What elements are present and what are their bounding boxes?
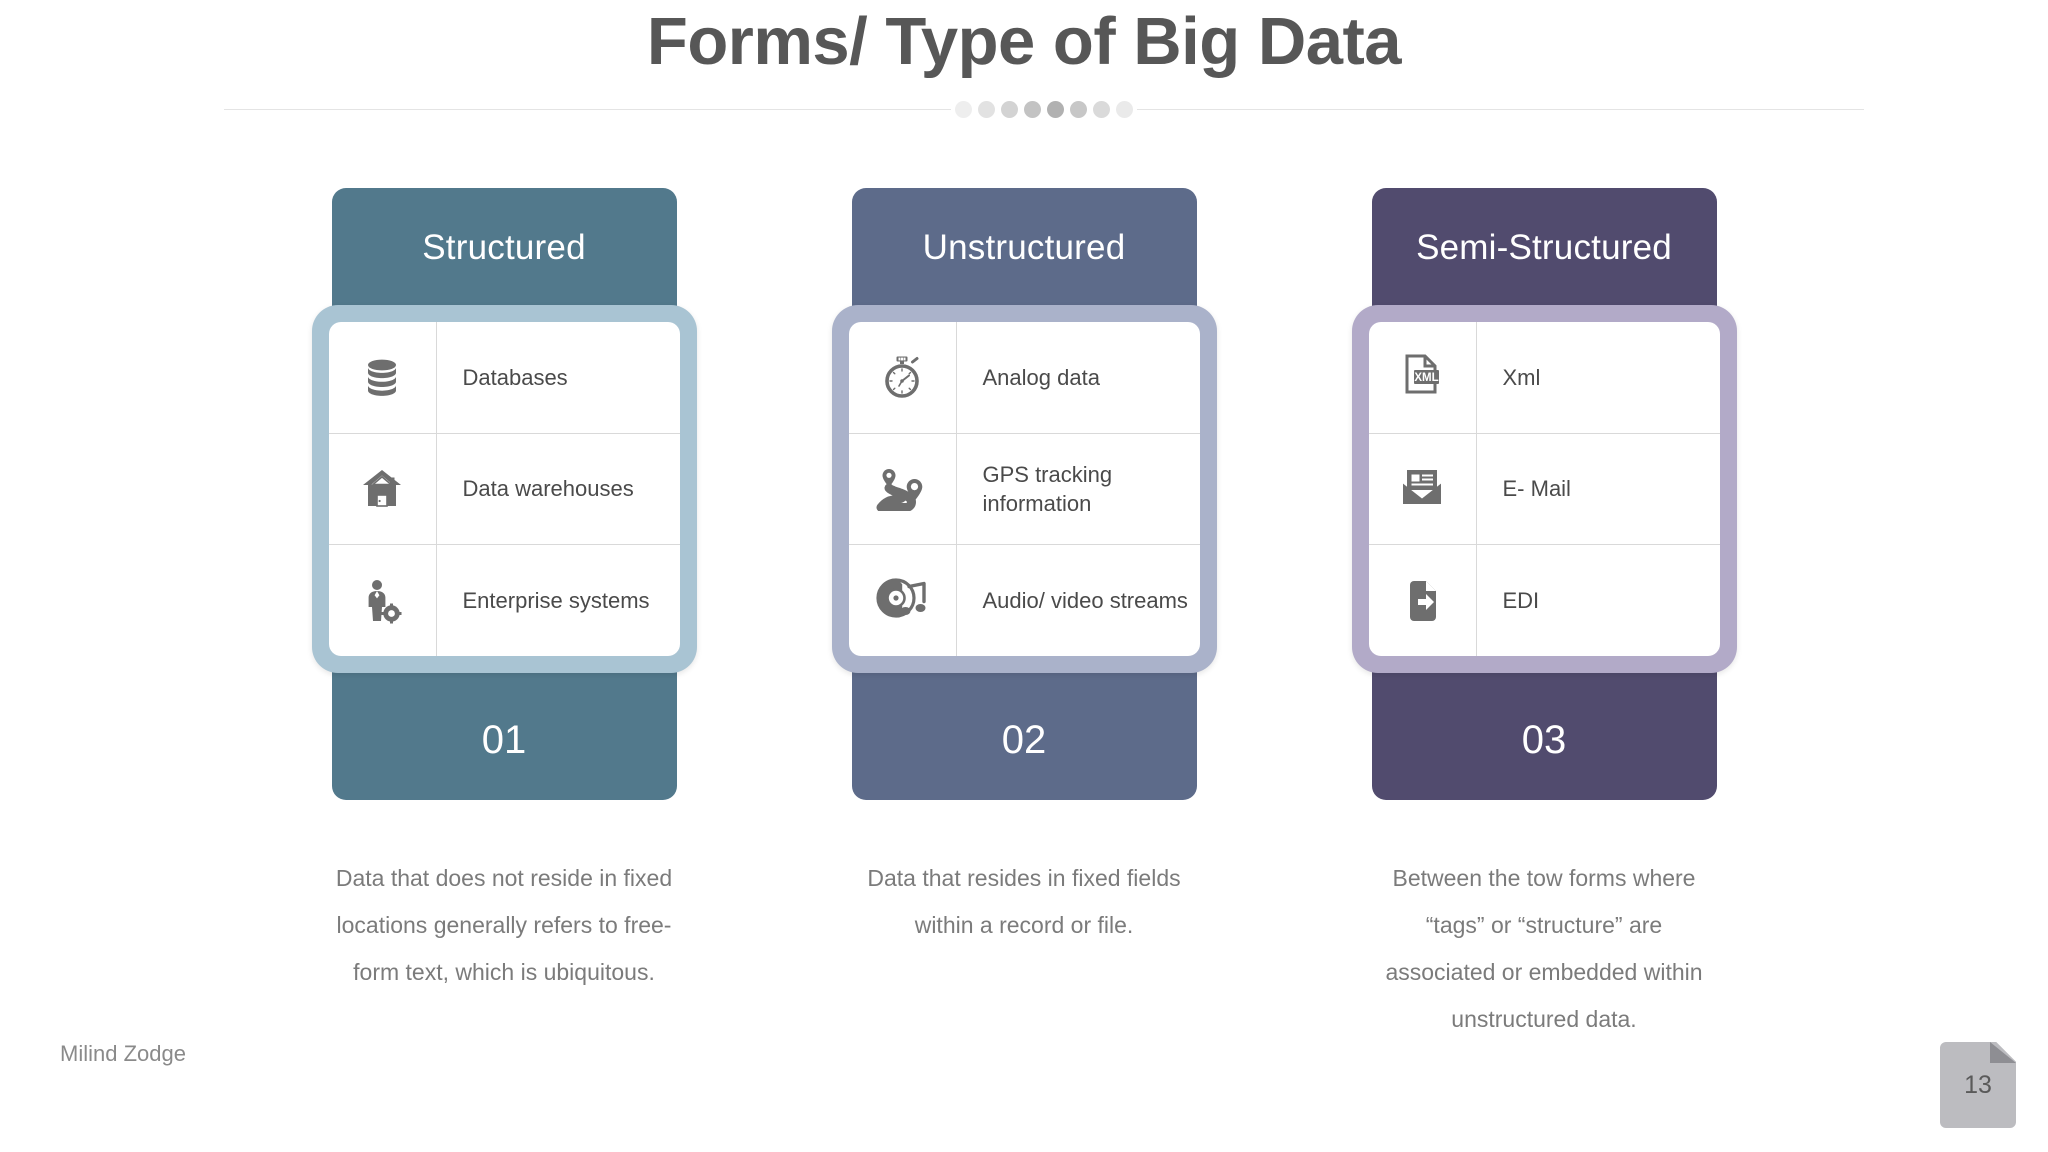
author-label: Milind Zodge [60,1041,186,1066]
title-divider [224,96,1864,122]
page-number-badge: 13 [1940,1042,2016,1128]
table-row-label: E- Mail [1502,476,1571,502]
table-row[interactable]: Data warehouses [328,433,680,546]
table-row[interactable]: Databases [328,322,680,434]
stopwatch-icon [849,322,957,433]
gps-route-icon [849,433,957,545]
warehouse-icon [329,433,437,545]
table-row[interactable]: E- Mail [1368,433,1720,546]
table-row-label: Analog data [982,364,1100,390]
table-row[interactable]: Analog data [848,322,1200,434]
card-title-2: Unstructured [922,228,1126,267]
table-row-label: Data warehouses [462,476,634,502]
feature-table-2: Analog data GPS tracking [848,322,1200,656]
description-semi-structured: Between the tow forms where “tags” or “s… [1385,865,1703,1033]
table-row-label: GPS tracking information [982,461,1113,516]
divider-rule-left [224,108,951,110]
table-row-label: Databases [462,364,568,390]
page-number-text: 13 [1964,1070,1992,1099]
divider-dot-4 [1024,100,1041,118]
columns-container: Structured Databases [0,180,2048,980]
divider-dot-2 [978,100,995,118]
table-row[interactable]: GPS tracking information [848,433,1200,546]
card-frame-3: XML Xml [1351,305,1737,673]
card-number-2: 02 [1001,717,1047,762]
table-row[interactable]: Audio/ video streams [849,545,1200,656]
card-number-1: 01 [481,717,527,762]
card-frame-1: Databases [311,305,697,673]
feature-table-1: Databases [328,322,680,656]
file-arrow-icon [1369,545,1477,656]
audio-video-icon [849,545,957,656]
table-row-label: Audio/ video streams [982,588,1188,614]
page-title: Forms/ Type of Big Data [646,4,1402,79]
card-title-1: Structured [422,228,586,267]
divider-rule-right [1137,108,1864,110]
divider-dot-3 [1001,100,1018,118]
column-structured: Structured Databases [311,180,697,980]
card-title-3: Semi-Structured [1416,228,1672,267]
database-icon [329,322,437,433]
divider-dot-1 [955,100,972,118]
divider-dot-7 [1093,100,1110,118]
xml-file-icon: XML [1369,322,1477,433]
card-frame-2: Analog data GPS tracking [831,305,1217,673]
svg-text:XML: XML [1414,372,1438,384]
feature-table-3: XML Xml [1368,322,1720,656]
column-unstructured: Unstructured [831,180,1217,980]
table-row-label: Enterprise systems [462,588,650,614]
descriptions-container: Data that does not reside in fixed locat… [0,855,2048,1044]
table-row[interactable]: Enterprise systems [329,545,680,656]
table-row[interactable]: EDI [1369,545,1720,656]
table-row-label: EDI [1502,588,1540,614]
enterprise-systems-icon [329,545,437,656]
description-structured: Data that does not reside in fixed locat… [335,865,673,986]
table-row-label: Xml [1502,364,1541,390]
table-row[interactable]: XML Xml [1368,322,1720,434]
description-unstructured: Data that resides in fixed fields within… [867,865,1181,939]
divider-dot-5 [1047,100,1064,118]
card-number-3: 03 [1521,717,1567,762]
envelope-mail-icon [1369,433,1477,545]
divider-dots [951,100,1137,118]
column-semi-structured: Semi-Structured XML Xml [1351,180,1737,980]
divider-dot-6 [1070,100,1087,118]
divider-dot-8 [1116,100,1133,118]
